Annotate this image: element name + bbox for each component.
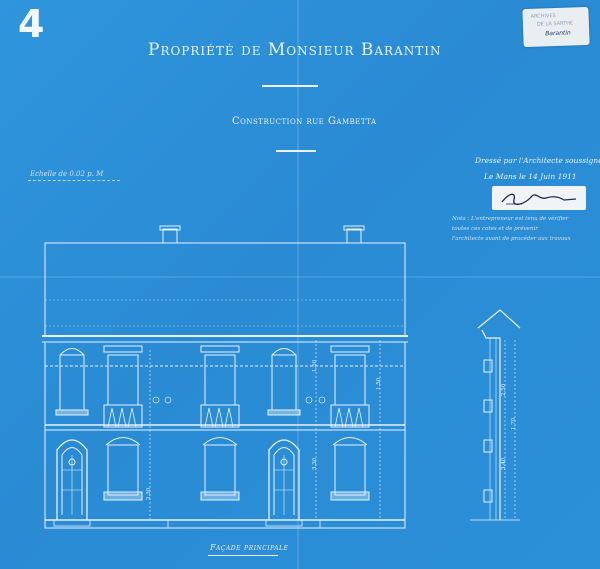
dimension-lines (149, 340, 381, 520)
scale-underline (28, 180, 120, 181)
floor-bands (42, 335, 408, 529)
section-drawing (470, 309, 521, 521)
drawing-caption: Façade principale (210, 543, 289, 552)
page-subtitle: Construction rue Gambetta (232, 116, 377, 127)
signature-icon (501, 193, 577, 206)
note-line-1: Nota : L'entrepreneur est tenu de vérifi… (452, 216, 569, 222)
architect-note: Dressé par l'Architecte soussigné (475, 156, 600, 165)
dimension-label-1: 1.50 (312, 359, 318, 372)
page-title: Propriété de Monsieur Barantin (148, 40, 442, 60)
note-line-2: toutes ces cotes et de prévenir (452, 226, 538, 232)
scale-note: Echelle de 0.02 p. M (30, 170, 104, 178)
dimension-label-6: 1.70 (511, 417, 517, 430)
fold-line-vertical (297, 0, 299, 569)
upper-windows (55, 345, 370, 428)
roof (44, 225, 406, 337)
place-date: Le Mans le 14 Juin 1911 (484, 172, 577, 181)
signature-label (492, 186, 586, 210)
lower-openings (56, 437, 370, 520)
dimension-label-3: 1.50 (376, 377, 382, 390)
dimension-label-2: 3.30 (312, 457, 318, 470)
fold-line-horizontal (0, 276, 600, 278)
dimension-label-7: 2.30 (146, 487, 152, 500)
caption-underline (208, 555, 278, 556)
note-line-3: l'architecte avant de procéder aux trava… (452, 236, 571, 242)
sheet-number: 4 (18, 2, 44, 46)
title-underline (262, 85, 318, 87)
subtitle-underline (276, 150, 316, 152)
base (53, 519, 321, 528)
dimension-label-5: 3.40 (501, 457, 507, 470)
dimension-label-4: 2.50 (501, 383, 507, 396)
